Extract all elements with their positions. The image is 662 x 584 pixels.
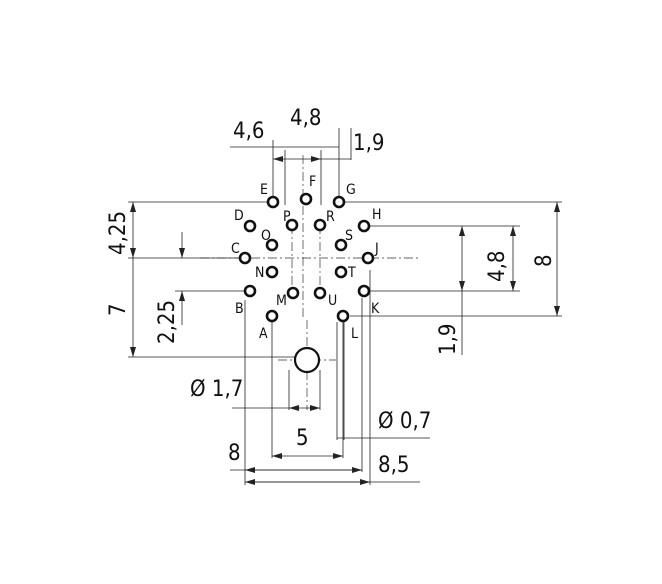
pin-label: U xyxy=(328,293,337,309)
pin-j xyxy=(361,251,375,265)
pin-g xyxy=(332,195,346,209)
pin-label: B xyxy=(235,301,244,317)
pin-c xyxy=(238,251,252,265)
dim-bottom-right: 8,5 xyxy=(378,453,409,478)
pin-label: R xyxy=(326,209,335,225)
extension-lines xyxy=(128,128,562,485)
pin-label: D xyxy=(234,208,244,224)
dim-top-middle: 4,8 xyxy=(290,106,321,131)
pin-label: C xyxy=(231,241,240,257)
pin-d xyxy=(243,219,257,233)
pin-label: T xyxy=(347,265,356,281)
dim-pin-diameter: Ø 0,7 xyxy=(378,409,431,434)
pin-label: O xyxy=(261,228,271,244)
pin-l xyxy=(336,309,350,323)
pin-r xyxy=(313,218,327,232)
dim-bottom-inner: 5 xyxy=(296,426,309,451)
pin-n xyxy=(265,265,279,279)
pin-labels: E F G D P R H O S C J N T B M U K A L xyxy=(231,174,381,342)
pin-label: K xyxy=(371,301,380,317)
pin-s xyxy=(334,238,348,252)
pin-label: J xyxy=(374,241,379,257)
pin-e xyxy=(266,195,280,209)
pin-label: E xyxy=(260,182,268,198)
dim-right-inner-top: 4,8 xyxy=(485,251,510,282)
dim-top-left: 4,6 xyxy=(233,119,264,144)
dim-hole-diameter: Ø 1,7 xyxy=(190,377,243,402)
pin-label: A xyxy=(259,326,268,342)
pin-t xyxy=(334,265,348,279)
dim-left-outer-bottom: 7 xyxy=(106,303,131,316)
dimension-labels: 4,6 4,8 1,9 4,25 7 2,25 4,8 8 1,9 Ø 1,7 … xyxy=(106,106,557,478)
pin-label: S xyxy=(345,228,353,244)
dimension-lines xyxy=(130,146,560,485)
dim-bottom-left: 8 xyxy=(228,441,241,466)
center-hole-circle xyxy=(293,346,321,374)
dim-left-outer-top: 4,25 xyxy=(106,211,131,255)
pin-label: H xyxy=(372,207,381,223)
pin-label: L xyxy=(351,326,358,342)
pin-u xyxy=(313,286,327,300)
dim-left-inner: 2,25 xyxy=(155,300,180,344)
dim-top-right: 1,9 xyxy=(353,131,384,156)
pin-label: M xyxy=(276,293,287,309)
pin-k xyxy=(357,284,371,298)
dim-right-inner-bottom: 1,9 xyxy=(436,324,461,355)
pin-label: P xyxy=(283,209,291,225)
pin-circles xyxy=(238,192,375,323)
pin-label: F xyxy=(309,174,316,190)
pin-p xyxy=(285,218,299,232)
pin-o xyxy=(265,238,279,252)
pin-m xyxy=(286,286,300,300)
dim-right-outer: 8 xyxy=(532,254,557,267)
pin-label: G xyxy=(346,182,356,198)
pin-a xyxy=(265,309,279,323)
pin-label: N xyxy=(255,265,264,281)
pin-b xyxy=(243,284,257,298)
pin-h xyxy=(357,219,371,233)
pin-f xyxy=(299,192,313,206)
